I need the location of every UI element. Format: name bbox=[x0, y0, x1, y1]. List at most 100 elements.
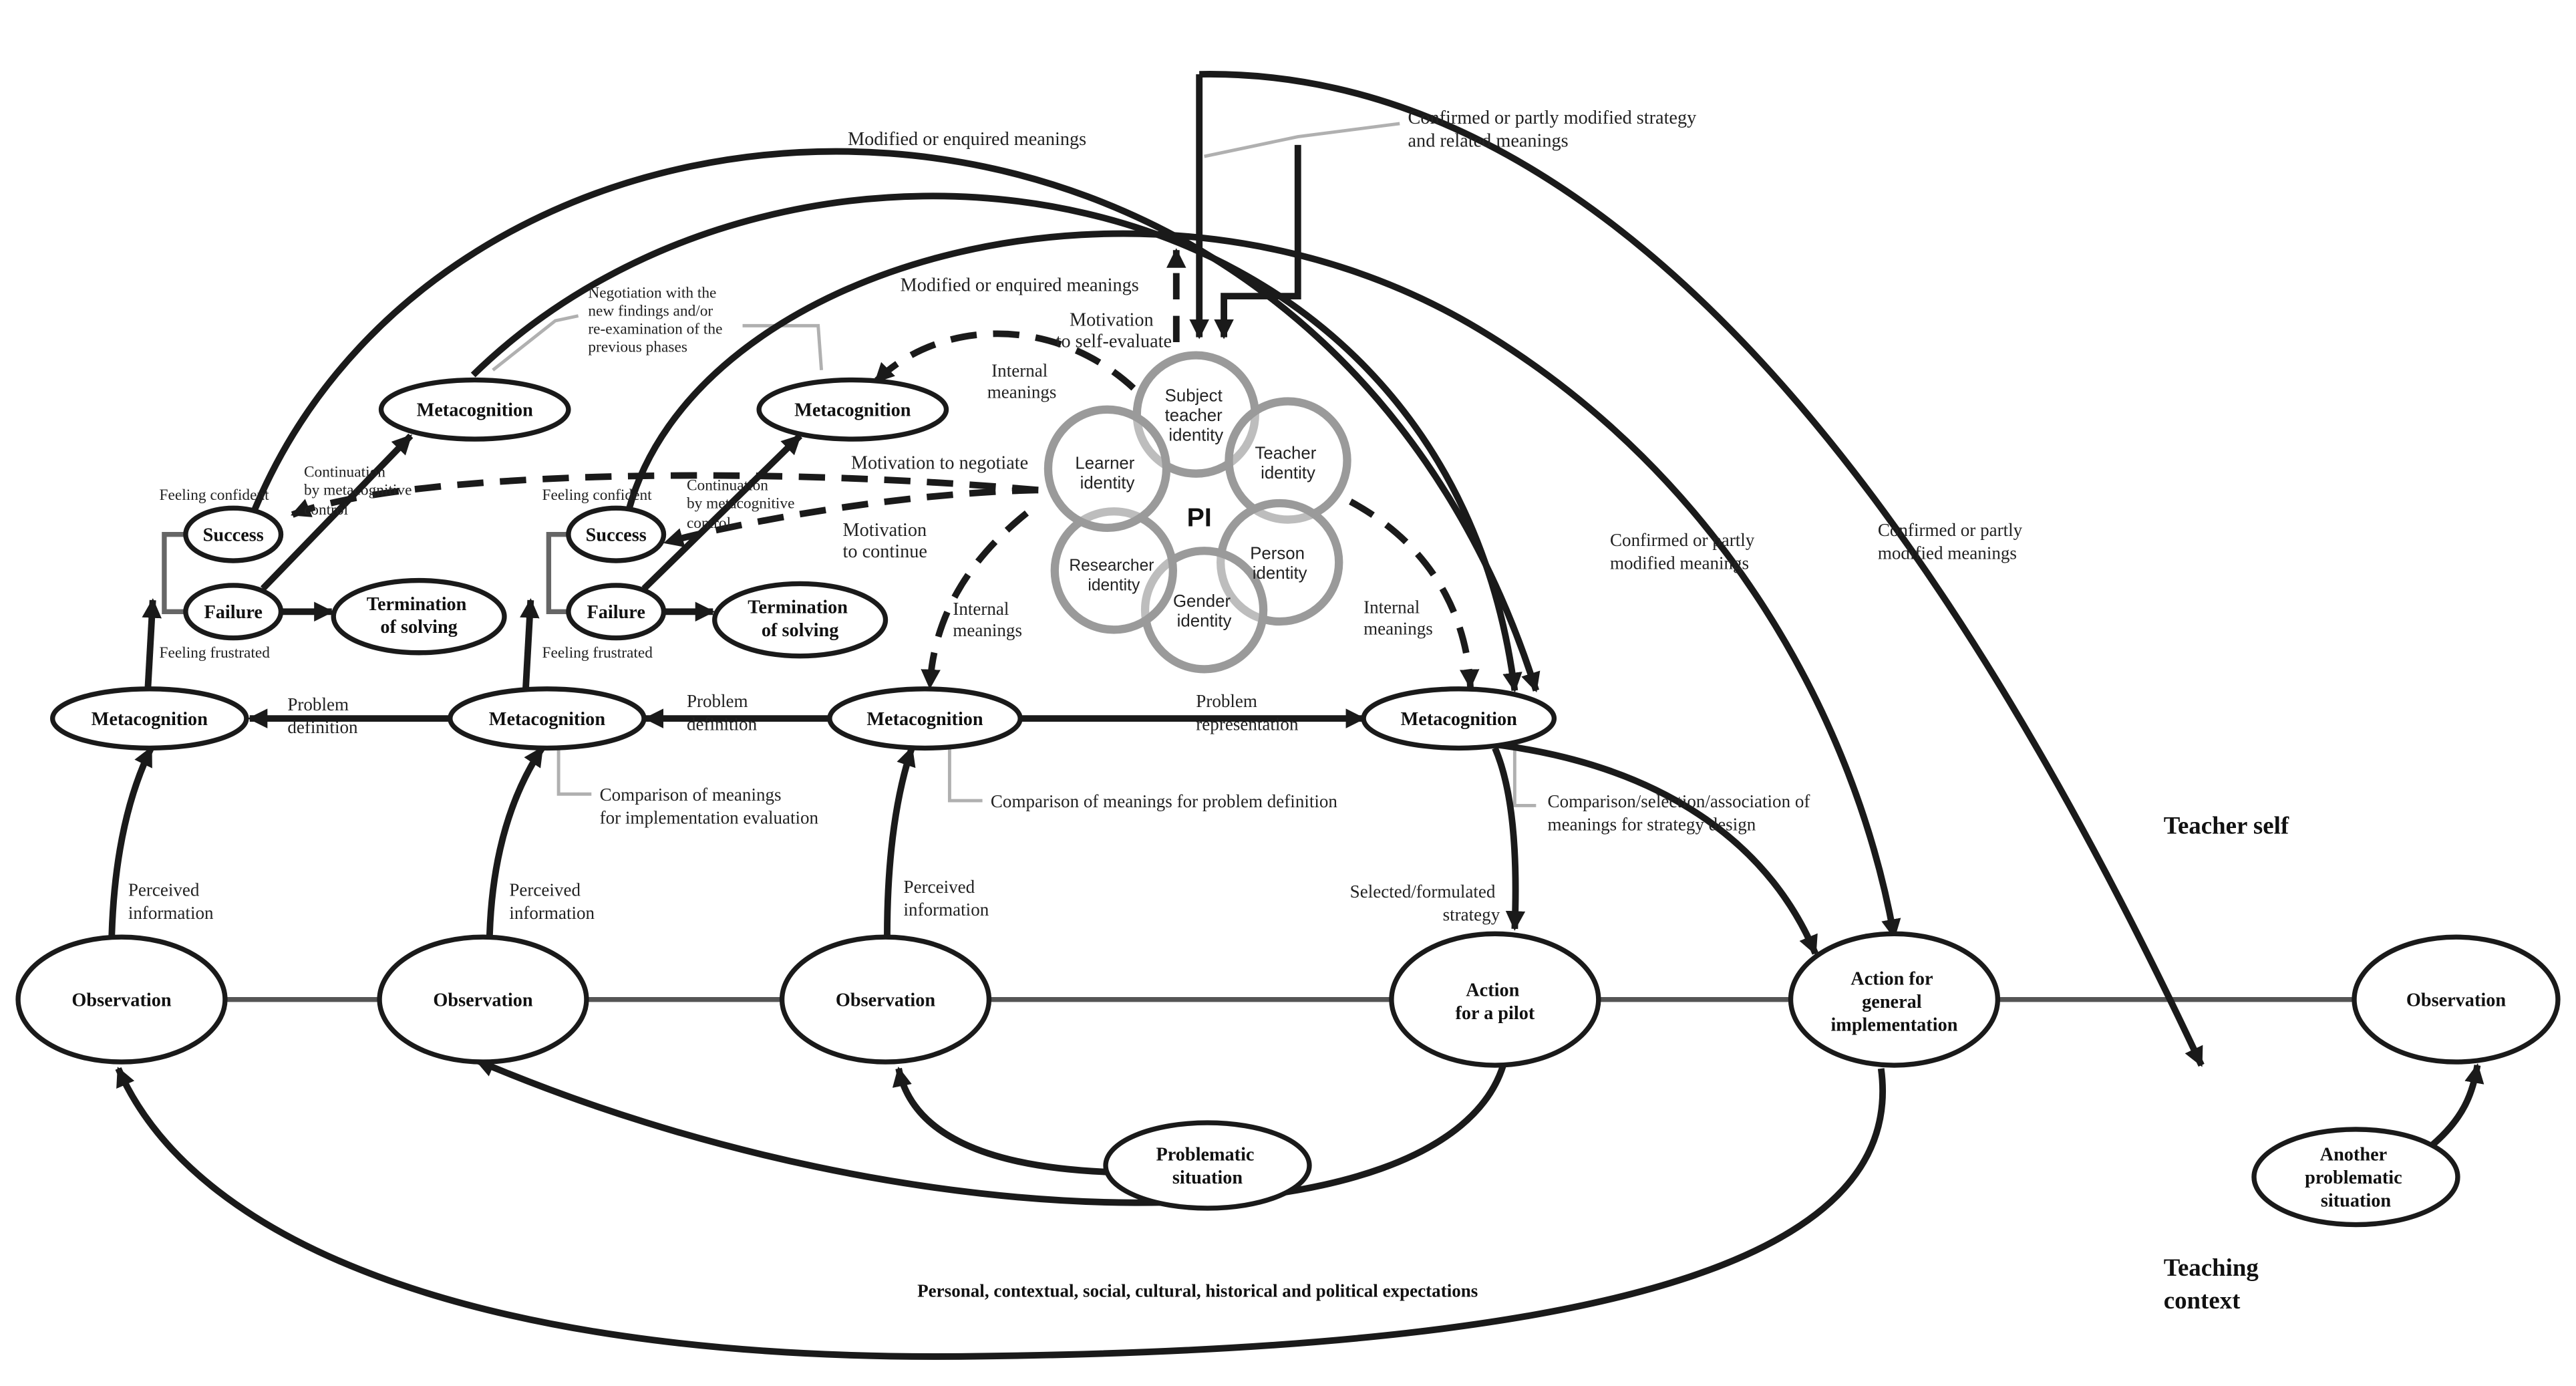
dashed-arrows bbox=[290, 248, 1480, 690]
observation-1-node bbox=[15, 934, 228, 1065]
modified-meanings-inner-label: Modified or enquired meanings bbox=[901, 275, 1139, 296]
metacognition-row-2-label: Metacognition bbox=[489, 709, 606, 730]
arrow-obs2-meta2 bbox=[486, 746, 545, 938]
metacognition-row-1-label: Metacognition bbox=[92, 709, 208, 730]
termination-2-node bbox=[712, 581, 889, 659]
comparison-problem-definition-label: Comparison of meanings for problem defin… bbox=[991, 791, 1338, 811]
observation-3-label: Observation bbox=[836, 990, 935, 1010]
solid-arrows bbox=[108, 71, 2484, 1360]
comparison-implementation-label: Comparison of meanings for implementatio… bbox=[600, 785, 819, 827]
pi-center-label: PI bbox=[1187, 503, 1212, 532]
teacher-self-label: Teacher self bbox=[2164, 811, 2289, 839]
arc-outer-to-another bbox=[1199, 71, 2205, 1067]
success-1-node bbox=[183, 505, 284, 563]
metacognition-row-1-node bbox=[50, 686, 249, 751]
metacognition-top-2-label: Metacognition bbox=[794, 400, 911, 421]
observation-4-label: Observation bbox=[2406, 990, 2506, 1010]
observation-3-node bbox=[779, 934, 992, 1065]
metacognition-top-2-node bbox=[756, 377, 949, 442]
feeling-frustrated-1-label: Feeling frustrated bbox=[160, 644, 271, 662]
failure-1-label: Failure bbox=[204, 602, 263, 623]
arc-success2-to-action-general bbox=[624, 230, 1901, 940]
motivation-self-evaluate-label: Motivation to self-evaluate bbox=[1056, 309, 1172, 352]
motivation-continue-label: Motivation to continue bbox=[843, 520, 932, 562]
dashed-pi-success2 bbox=[663, 487, 1039, 547]
action-general-node bbox=[1788, 931, 2001, 1068]
confirmed-meanings-2-label: Confirmed or partly modified meanings bbox=[1878, 520, 2027, 563]
action-pilot-node bbox=[1389, 931, 1601, 1068]
another-problematic-label: Another problematic situation bbox=[2305, 1145, 2407, 1212]
termination-2-label: Termination of solving bbox=[748, 597, 852, 641]
arrow-meta1-success-failure bbox=[142, 598, 162, 690]
metacognition-top-1-label: Metacognition bbox=[417, 400, 534, 421]
comparison-strategy-design-label: Comparison/selection/association of mean… bbox=[1548, 791, 1815, 834]
subject-teacher-identity-label: Subject teacher identity bbox=[1165, 386, 1227, 444]
teacher-identity-circle bbox=[1225, 397, 1351, 524]
action-general-label: Action for general implementation bbox=[1830, 969, 1957, 1036]
arrow-action-general-obs1 bbox=[115, 1067, 1886, 1360]
failure-2-node bbox=[566, 583, 667, 641]
pi-identity-cluster: PI Subject teacher identity Teacher iden… bbox=[1043, 351, 1351, 674]
arrow-meta2-success-failure bbox=[520, 598, 540, 690]
learner-identity-circle bbox=[1043, 405, 1171, 533]
internal-meanings-left-label: Internal meanings bbox=[953, 599, 1022, 640]
observation-1-label: Observation bbox=[71, 990, 171, 1010]
metacognition-row-4-node bbox=[1361, 686, 1557, 751]
observation-4-node bbox=[2352, 934, 2561, 1065]
arc-success1-to-meta4 bbox=[251, 148, 1541, 693]
arrow-action-pilot-obs2 bbox=[474, 1057, 1506, 1206]
continuation-2-label: Continuation by metacognitive control bbox=[687, 476, 798, 532]
problem-definition-2-label: Problem definition bbox=[687, 691, 758, 734]
arrow-another-obs4 bbox=[2429, 1063, 2484, 1149]
arrow-failure2-metacog-top2 bbox=[641, 433, 803, 591]
termination-1-node bbox=[331, 577, 507, 656]
gender-identity-label: Gender identity bbox=[1173, 592, 1235, 631]
internal-meanings-right-label: Internal meanings bbox=[1363, 597, 1433, 639]
leader-lines bbox=[492, 122, 1537, 807]
arc-metacogtop1-to-meta4 bbox=[470, 192, 1522, 693]
nodes: Metacognition Metacognition Success Fail… bbox=[15, 377, 2561, 1228]
problem-definition-1-label: Problem definition bbox=[287, 694, 358, 737]
failure-1-node bbox=[183, 583, 284, 641]
another-problematic-node bbox=[2251, 1127, 2460, 1228]
metacognition-row-3-label: Metacognition bbox=[866, 709, 983, 730]
metacognition-row-2-node bbox=[448, 686, 647, 751]
edge-labels: Modified or enquired meanings Modified o… bbox=[128, 108, 2289, 1314]
action-pilot-label: Action for a pilot bbox=[1455, 980, 1535, 1024]
dashed-pi-meta3 bbox=[921, 510, 1029, 690]
success-1-label: Success bbox=[203, 525, 264, 546]
arrow-problematic-obs3 bbox=[892, 1067, 1110, 1175]
observation-2-label: Observation bbox=[433, 990, 532, 1010]
feeling-frustrated-2-label: Feeling frustrated bbox=[542, 644, 653, 662]
metacognition-row-4-label: Metacognition bbox=[1401, 709, 1518, 730]
researcher-identity-label: Researcher identity bbox=[1069, 557, 1158, 595]
problematic-situation-label: Problematic situation bbox=[1156, 1145, 1259, 1188]
success-2-node bbox=[566, 505, 667, 563]
selected-strategy-label: Selected/formulated strategy bbox=[1350, 881, 1500, 924]
arrow-meta4-action-general bbox=[1483, 740, 1818, 956]
arrow-top-to-pi-2 bbox=[1214, 144, 1301, 339]
motivation-negotiate-label: Motivation to negotiate bbox=[851, 452, 1028, 473]
feeling-confident-1-label: Feeling confident bbox=[160, 487, 270, 504]
metacognition-row-3-node bbox=[827, 686, 1023, 751]
metacognition-top-1-node bbox=[378, 377, 571, 442]
learner-identity-label: Learner identity bbox=[1075, 454, 1139, 493]
observation-2-node bbox=[377, 934, 589, 1065]
teacher-identity-label: Teacher identity bbox=[1255, 444, 1321, 483]
arrow-meta4-action-pilot bbox=[1492, 746, 1526, 931]
perceived-info-3-label: Perceived information bbox=[904, 877, 989, 920]
negotiation-label: Negotiation with the new findings and/or… bbox=[588, 285, 726, 356]
continuation-1-label: Continuation by metacognitive control bbox=[304, 464, 416, 519]
termination-1-label: Termination of solving bbox=[367, 594, 472, 638]
modified-meanings-outer-label: Modified or enquired meanings bbox=[848, 129, 1086, 150]
dashed-pi-meta4 bbox=[1349, 499, 1480, 690]
confirmed-strategy-label: Confirmed or partly modified strategy an… bbox=[1408, 108, 1702, 151]
arrow-obs1-meta1 bbox=[108, 746, 154, 938]
researcher-identity-circle bbox=[1050, 507, 1178, 634]
problem-representation-label: Problem representation bbox=[1196, 691, 1299, 734]
person-identity-circle bbox=[1217, 499, 1343, 626]
person-identity-label: Person identity bbox=[1250, 545, 1309, 583]
arrow-failure1-metacog-top1 bbox=[260, 433, 414, 591]
confirmed-meanings-1-label: Confirmed or partly modified meanings bbox=[1610, 530, 1759, 573]
